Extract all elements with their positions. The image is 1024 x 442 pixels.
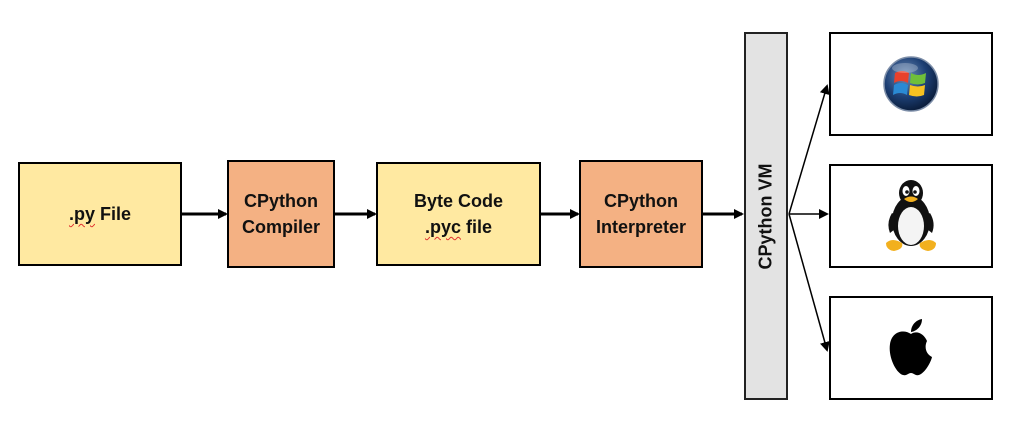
bytecode-extension: .pyc [424,217,461,237]
py-file-box: .py File [18,162,182,266]
cpython-vm-bar: CPython VM [744,32,788,400]
py-file-extension: .py [68,204,95,224]
cpython-interpreter-box: CPython Interpreter [579,160,703,268]
py-file-label: File [95,204,132,224]
compiler-line-2: Compiler [241,217,320,237]
compiler-line-1: CPython [243,191,318,211]
windows-logo-icon [883,56,939,112]
linux-tux-icon [886,180,936,251]
platform-linux-box [829,164,993,268]
cpython-compiler-box: CPython Compiler [227,160,335,268]
cpython-vm-label: CPython VM [755,163,776,269]
arrow-vm-to-windows [788,84,830,215]
apple-logo-icon [889,319,932,376]
bytecode-line-1: Byte Code [413,191,503,211]
platform-windows-box [829,32,993,136]
platform-apple-box [829,296,993,400]
interpreter-line-1: CPython [604,191,678,211]
byte-code-box: Byte Code .pyc file [376,162,541,266]
arrow-vm-to-apple [788,213,830,352]
bytecode-file-label: file [461,217,493,237]
interpreter-line-2: Interpreter [595,217,687,237]
